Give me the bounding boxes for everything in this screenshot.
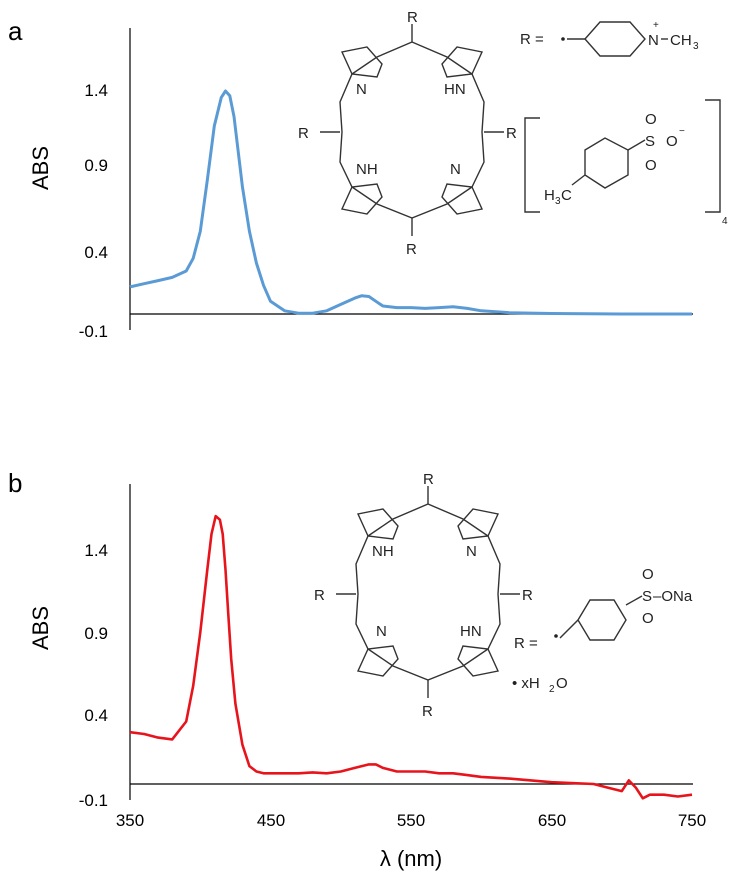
panel-b-xtick-750: 750 [678, 811, 706, 830]
hydrate-label: • xH [512, 675, 540, 692]
pyridinium-n: N [648, 32, 659, 49]
n-label-2: N [450, 161, 461, 178]
r-equals-b: R = [514, 635, 538, 652]
hn-label-b: HN [460, 623, 482, 640]
r-bottom: R [406, 241, 417, 258]
panel-b-porphyrin-structure: R R R R NH N N HN [314, 471, 533, 720]
hn-label: HN [444, 81, 466, 98]
oxygen-bottom: O [645, 157, 657, 174]
panel-b-xtick-650: 650 [538, 811, 566, 830]
r-top: R [407, 9, 418, 26]
toluene-c: C [561, 187, 572, 204]
oxygen-right: O [666, 133, 678, 150]
hydrate-sub: 2 [549, 684, 555, 695]
bracket-count: 4 [722, 216, 728, 227]
r-right-b: R [522, 587, 533, 604]
n-label-b2: N [376, 623, 387, 640]
r-left-b: R [314, 587, 325, 604]
toluene-h3c-sub: 3 [555, 196, 561, 207]
panel-a-porphyrin-structure: R R R R N HN NH N [298, 9, 517, 258]
hydrate-o: O [556, 675, 568, 692]
n-label: N [356, 81, 367, 98]
panel-b-xtick-550: 550 [397, 811, 425, 830]
sulfonate-charge: − [679, 126, 685, 137]
r-bottom-b: R [422, 703, 433, 720]
panel-a-ytick-0.9: 0.9 [84, 156, 108, 175]
pyridinium-charge: + [653, 20, 659, 31]
panel-a-ytick-neg0.1: -0.1 [79, 322, 108, 341]
panel-b-xtick-450: 450 [257, 811, 285, 830]
panel-b: b ABS 1.4 0.9 0.4 -0.1 350 450 550 650 7… [8, 468, 706, 871]
panel-b-ytick-0.4: 0.4 [84, 706, 108, 725]
panel-b-x-axis-label: λ (nm) [380, 846, 442, 871]
sulfur-b: S [642, 588, 652, 605]
panel-b-ytick-neg0.1: -0.1 [79, 791, 108, 810]
methyl-sub: 3 [693, 41, 699, 52]
panel-a-spectrum-line [129, 89, 692, 316]
panel-a-ytick-1.4: 1.4 [84, 81, 108, 100]
panel-a-ytick-0.4: 0.4 [84, 243, 108, 262]
panel-b-spectrum-line [129, 514, 693, 800]
n-label-b: N [466, 543, 477, 560]
oxygen-bottom-b: O [642, 610, 654, 627]
panel-a-substituent-structure: R = N + CH 3 4 S O O O − H 3 C [520, 20, 728, 227]
methyl: CH [670, 32, 692, 49]
panel-b-ytick-1.4: 1.4 [84, 541, 108, 560]
toluene-h3c: H [544, 187, 555, 204]
oxygen-top-b: O [642, 566, 654, 583]
panel-b-substituent-structure: R = S O O –ONa • xH 2 O [512, 566, 693, 695]
nh-label-b: NH [372, 543, 394, 560]
r-left: R [298, 125, 309, 142]
sulfonate-na: –ONa [653, 588, 693, 605]
oxygen-top: O [645, 111, 657, 128]
r-equals: R = [520, 31, 544, 48]
r-right: R [506, 125, 517, 142]
sulfur: S [645, 133, 655, 150]
panel-b-label: b [8, 468, 22, 498]
panel-b-xtick-350: 350 [116, 811, 144, 830]
panel-a-y-axis-label: ABS [28, 146, 53, 190]
panel-a-label: a [8, 16, 23, 46]
panel-b-ytick-0.9: 0.9 [84, 624, 108, 643]
r-top-b: R [423, 471, 434, 488]
panel-b-y-axis-label: ABS [28, 606, 53, 650]
panel-a: a ABS 1.4 0.9 0.4 -0.1 R R R R N HN NH N [8, 9, 728, 341]
nh-label: NH [356, 161, 378, 178]
